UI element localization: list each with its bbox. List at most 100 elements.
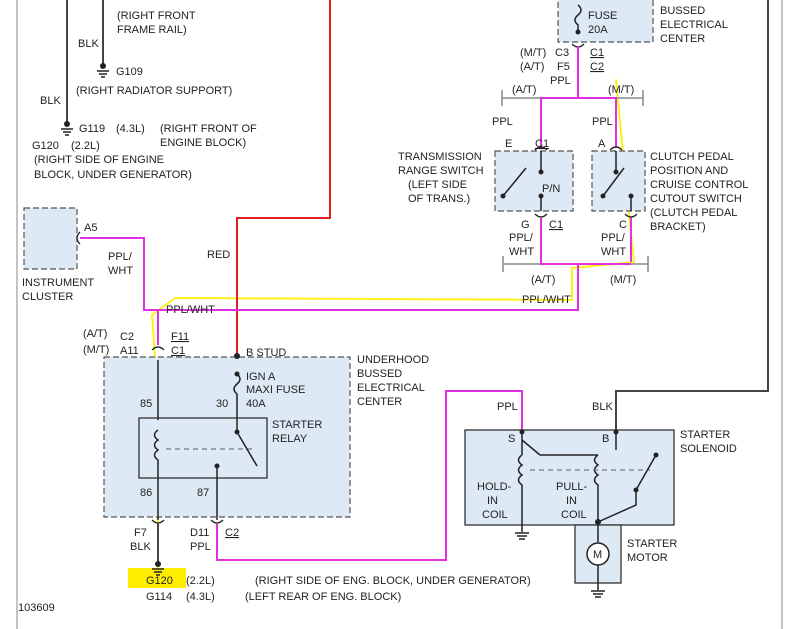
bussed-center-top-box xyxy=(557,0,654,43)
clutch-title-1: CLUTCH PEDAL xyxy=(650,151,734,163)
g119-engine-label: (4.3L) xyxy=(116,123,145,135)
pull-in-label-2: IN xyxy=(566,495,577,507)
trans-connector-top-icon xyxy=(534,146,548,151)
ground-g119-icon xyxy=(61,121,73,136)
clutch-connector-bottom-icon xyxy=(624,213,638,218)
underhood-mt-label: (M/T) xyxy=(83,344,109,356)
fuse-20a-icon xyxy=(574,4,582,32)
cluster-connector-icon xyxy=(76,231,81,245)
b-stud-label: B STUD xyxy=(246,347,286,359)
maxi-fuse-rating: 40A xyxy=(246,398,266,410)
bottom-grounds: G120 (2.2L) (RIGHT SIDE OF ENG. BLOCK, U… xyxy=(146,575,531,603)
underhood-title-2: BUSSED xyxy=(357,368,402,380)
hold-in-label-1: HOLD- xyxy=(477,481,512,493)
trans-title-1: TRANSMISSION xyxy=(398,151,482,163)
pull-in-label-3: COIL xyxy=(561,509,587,521)
maxi-fuse-label: MAXI FUSE xyxy=(246,384,305,396)
fuse-label: FUSE xyxy=(588,10,617,22)
clutch-switch-arm xyxy=(602,167,625,197)
maxi-fuse-40a-icon xyxy=(233,373,241,412)
solenoid-box xyxy=(464,429,675,526)
cluster-label-2: CLUSTER xyxy=(22,291,73,303)
underhood-title-1: UNDERHOOD xyxy=(357,354,429,366)
clutch-title-4: CUTOUT SWITCH xyxy=(650,193,742,205)
underhood-blk-label: BLK xyxy=(130,541,151,553)
ground-g109-icon xyxy=(97,63,109,78)
g120-bottom-label: G120 xyxy=(146,575,173,587)
cluster-label-1: INSTRUMENT xyxy=(22,277,94,289)
g120-top-engine-label: (2.2L) xyxy=(71,140,100,152)
underhood-title-3: ELECTRICAL xyxy=(357,382,425,394)
terminal-87-label: 87 xyxy=(197,487,209,499)
motor-ground-icon xyxy=(591,590,605,598)
b-stud-icon xyxy=(234,353,240,359)
wire-ppl-to-trans xyxy=(540,88,579,148)
clutch-connector-top-icon xyxy=(609,146,623,151)
branch-mid-mt-label: (M/T) xyxy=(610,274,636,286)
clutch-pin-c: C xyxy=(619,219,627,231)
cluster-wire-label-2: WHT xyxy=(108,265,133,277)
cluster-wire-label-1: PPL/ xyxy=(108,251,133,263)
trans-title-4: OF TRANS.) xyxy=(408,193,470,205)
right-radiator-support-label: (RIGHT RADIATOR SUPPORT) xyxy=(76,85,232,97)
relay-coil-icon xyxy=(153,429,160,478)
starter-motor-label-1: STARTER xyxy=(627,538,677,550)
trans-wire-label-2: WHT xyxy=(509,246,534,258)
red-wire-label: RED xyxy=(207,249,230,261)
clutch-pedal-switch: A C CLUTCH PEDAL POSITION AND CRUISE CON… xyxy=(591,138,748,262)
underhood-a11-label: A11 xyxy=(120,345,139,357)
relay-switch-arm xyxy=(236,431,258,467)
trans-pin-g: G xyxy=(521,219,530,231)
g120-top-label: G120 xyxy=(32,140,59,152)
branch-top: (A/T) (M/T) PPL PPL xyxy=(492,84,644,148)
solenoid-ppl-label: PPL xyxy=(497,401,518,413)
underhood-c1-label: C1 xyxy=(171,345,185,357)
branch-mid-at-label: (A/T) xyxy=(531,274,555,286)
transmission-range-switch: E C1 P/N G C1 TRANSMISSION RANGE SWITCH … xyxy=(398,138,574,262)
g109-label: G109 xyxy=(116,66,143,78)
clutch-title-2: POSITION AND xyxy=(650,165,728,177)
blk-wire-label-1: BLK xyxy=(78,38,99,50)
hold-in-label-3: COIL xyxy=(482,509,508,521)
solenoid-title-1: STARTER xyxy=(680,429,730,441)
terminal-85-label: 85 xyxy=(140,398,152,410)
pull-in-coil-icon xyxy=(593,454,600,522)
motor-symbol: M xyxy=(593,549,602,561)
branch-mid: (A/T) (M/T) PPL/WHT xyxy=(157,256,649,345)
bussed-center-top-label-2: ELECTRICAL xyxy=(660,19,728,31)
d11-label: D11 xyxy=(190,527,209,539)
g114-location: (LEFT REAR OF ENG. BLOCK) xyxy=(245,591,401,603)
wire-ppl-wht-cluster xyxy=(80,237,158,311)
right-front-frame-rail-label-2: FRAME RAIL) xyxy=(117,24,187,36)
right-front-frame-rail-label: (RIGHT FRONT xyxy=(117,10,196,22)
ground-g120-bottom-icon xyxy=(152,561,164,576)
starter-relay-label-2: RELAY xyxy=(272,433,308,445)
g114-engine: (4.3L) xyxy=(186,591,215,603)
pull-in-label-1: PULL- xyxy=(556,481,588,493)
clutch-title-3: CRUISE CONTROL xyxy=(650,179,748,191)
highlight-ground-label xyxy=(128,568,186,588)
wire-ppl-to-clutch xyxy=(578,97,617,148)
underhood-c2-bottom-label: C2 xyxy=(225,527,239,539)
trans-switch-arm xyxy=(502,167,527,197)
hold-in-label-2: IN xyxy=(487,495,498,507)
ppl-fuse-label: PPL xyxy=(550,75,571,87)
g119-label: G119 xyxy=(79,123,105,135)
g114-label: G114 xyxy=(146,591,172,603)
trans-pn-label: P/N xyxy=(542,183,560,195)
instrument-cluster: A5 PPL/ WHT INSTRUMENT CLUSTER xyxy=(22,207,158,311)
bussed-center-top-label-1: BUSSED xyxy=(660,5,705,17)
terminal-86-label: 86 xyxy=(140,487,152,499)
wire-ppl-to-solenoid xyxy=(216,390,523,561)
g119-location-label-2: ENGINE BLOCK) xyxy=(160,137,246,149)
branch-top-at-label: (A/T) xyxy=(512,84,536,96)
g120-bottom-engine: (2.2L) xyxy=(186,575,215,587)
wire-ppl-wht-join xyxy=(157,262,631,345)
underhood-at-label: (A/T) xyxy=(83,328,107,340)
c3-label: C3 xyxy=(555,47,569,59)
underhood-c2-label: C2 xyxy=(120,331,134,343)
clutch-wire-label-1: PPL/ xyxy=(601,232,626,244)
f5-label: F5 xyxy=(557,61,570,73)
instrument-cluster-box xyxy=(23,207,78,270)
